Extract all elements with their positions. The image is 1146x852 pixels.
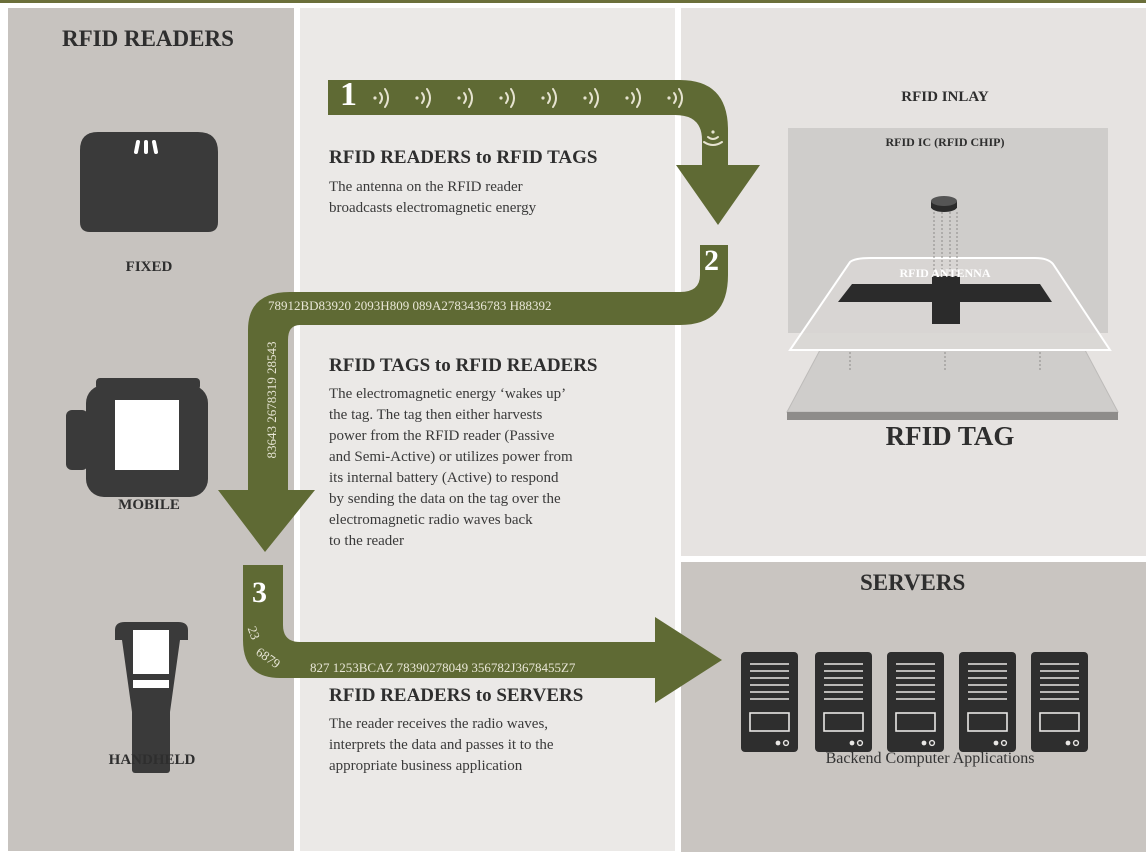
arrow-1 (328, 80, 760, 225)
top-border (0, 0, 1146, 3)
fixed-label: FIXED (125, 259, 173, 275)
step-2-title: RFID TAGS to RFID READERS (329, 355, 598, 376)
readers-title: RFID READERS (62, 26, 234, 51)
server-tower (887, 652, 944, 752)
handheld-reader-icon (115, 622, 188, 773)
step-2-number: 2 (704, 244, 719, 277)
servers-title: SERVERS (860, 570, 966, 595)
server-icon (741, 652, 1088, 752)
mobile-reader-icon (66, 378, 208, 497)
step-3-number: 3 (252, 576, 267, 609)
inlay-title: RFID INLAY (901, 89, 989, 105)
step-2-line-2: the tag. The tag then either harvests (329, 407, 543, 423)
step-3-line-2: interprets the data and passes it to the (329, 737, 554, 753)
step-1-line-2: broadcasts electromagnetic energy (329, 200, 537, 216)
arrow-3 (243, 565, 722, 703)
step-3-title: RFID READERS to SERVERS (329, 685, 584, 706)
antenna-label: RFID ANTENNA (899, 266, 991, 280)
step-2-line-3: power from the RFID reader (Passive (329, 428, 555, 444)
servers-caption: Backend Computer Applications (825, 750, 1035, 767)
step-2-line-7: electromagnetic radio waves back (329, 512, 533, 528)
server-tower (959, 652, 1016, 752)
step-2-line-4: and Semi-Active) or utilizes power from (329, 449, 573, 465)
step-3-line-1: The reader receives the radio waves, (329, 716, 549, 732)
step-2-line-1: The electromagnetic energy ‘wakes up’ (329, 386, 567, 402)
fixed-reader-icon (80, 132, 218, 232)
server-tower (1031, 652, 1088, 752)
arrow-2-vertical-data-text: 83643 2678319 28543 (264, 341, 279, 459)
wifi-signal-icon (373, 88, 723, 146)
mobile-label: MOBILE (118, 497, 180, 513)
rfid-tag-illustration (786, 128, 1119, 420)
chip-label: RFID IC (RFID CHIP) (885, 135, 1005, 149)
tag-label: RFID TAG (885, 421, 1015, 451)
step-1-line-1: The antenna on the RFID reader (329, 179, 523, 195)
step-2-line-8: to the reader (329, 533, 404, 549)
process-panel (300, 8, 675, 851)
server-tower (815, 652, 872, 752)
arrow-3-data-text: 827 1253BCAZ 78390278049 356782J3678455Z… (310, 660, 576, 675)
arrow-2 (218, 245, 728, 552)
step-1-number: 1 (340, 76, 357, 113)
handheld-label: HANDHELD (108, 752, 196, 768)
step-3-line-3: appropriate business application (329, 758, 523, 774)
arrow-2-data-text: 78912BD83920 2093H809 089A2783436783 H88… (268, 298, 552, 313)
step-1-title: RFID READERS to RFID TAGS (329, 147, 598, 168)
step-2-line-6: by sending the data on the tag over the (329, 491, 561, 507)
server-tower (741, 652, 798, 752)
step-2-line-5: its internal battery (Active) to respond (329, 470, 559, 486)
